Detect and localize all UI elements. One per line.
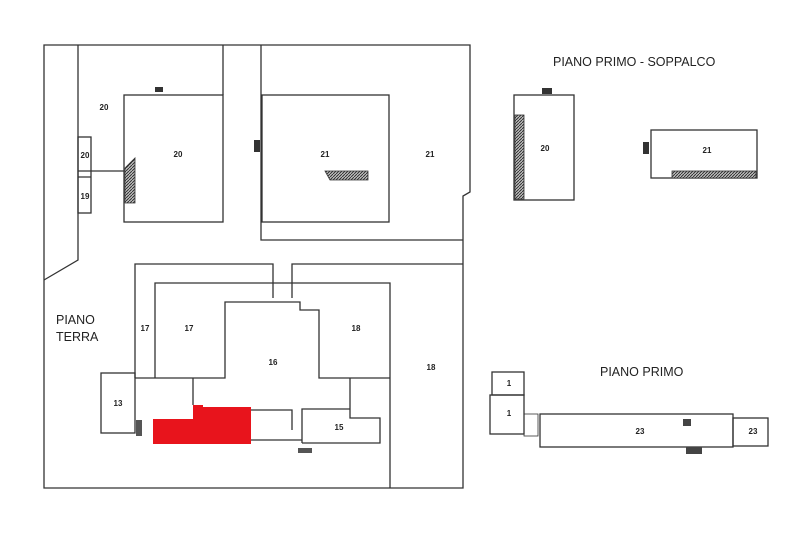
room-label: 16 xyxy=(269,358,278,367)
room-label: 21 xyxy=(426,150,435,159)
room-label: 19 xyxy=(81,192,90,201)
stair-symbol-icon xyxy=(542,88,552,94)
room-label: 17 xyxy=(185,324,194,333)
room-label: 20 xyxy=(174,150,183,159)
stair-symbol-icon xyxy=(686,447,702,454)
highlighted-unit xyxy=(153,405,251,444)
mezzanine-plan: PIANO PRIMO - SOPPALCO 20 21 xyxy=(513,55,758,201)
room-label: 17 xyxy=(141,324,150,333)
floor-title-ground: PIANO xyxy=(56,313,95,327)
room-label: 1 xyxy=(507,379,512,388)
room-label: 18 xyxy=(427,363,436,372)
stair-symbol-icon xyxy=(136,420,142,436)
room-label: 21 xyxy=(703,146,712,155)
room-label: 20 xyxy=(100,103,109,112)
stair-symbol-icon xyxy=(643,142,649,154)
floor-title-first: PIANO PRIMO xyxy=(600,365,684,379)
floor-title-ground: TERRA xyxy=(56,330,99,344)
stair-symbol-icon xyxy=(683,419,691,426)
room-label: 23 xyxy=(636,427,645,436)
room-label: 13 xyxy=(114,399,123,408)
first-floor-plan: PIANO PRIMO 1 1 23 23 xyxy=(489,365,769,454)
room-13-outline xyxy=(100,372,136,434)
ground-floor-plan: 20 20 20 19 21 21 17 17 16 18 18 13 15 P… xyxy=(43,44,471,489)
room-label: 15 xyxy=(335,423,344,432)
stairs-icon xyxy=(514,114,525,200)
room-21-outline xyxy=(261,94,390,223)
stair-symbol-icon xyxy=(523,413,539,437)
room-label: 23 xyxy=(749,427,758,436)
room-label: 1 xyxy=(507,409,512,418)
room-label: 18 xyxy=(352,324,361,333)
stairs-icon xyxy=(324,170,369,181)
room-label: 21 xyxy=(321,150,330,159)
floor-title-mezzanine: PIANO PRIMO - SOPPALCO xyxy=(553,55,716,69)
stairs-icon xyxy=(671,170,757,179)
stair-symbol-icon xyxy=(254,140,260,152)
room-label: 20 xyxy=(541,144,550,153)
room-label: 20 xyxy=(81,151,90,160)
stair-symbol-icon xyxy=(155,87,163,92)
stair-symbol-icon xyxy=(298,448,312,453)
room-20-outline xyxy=(123,94,224,223)
stairs-icon xyxy=(124,157,136,204)
